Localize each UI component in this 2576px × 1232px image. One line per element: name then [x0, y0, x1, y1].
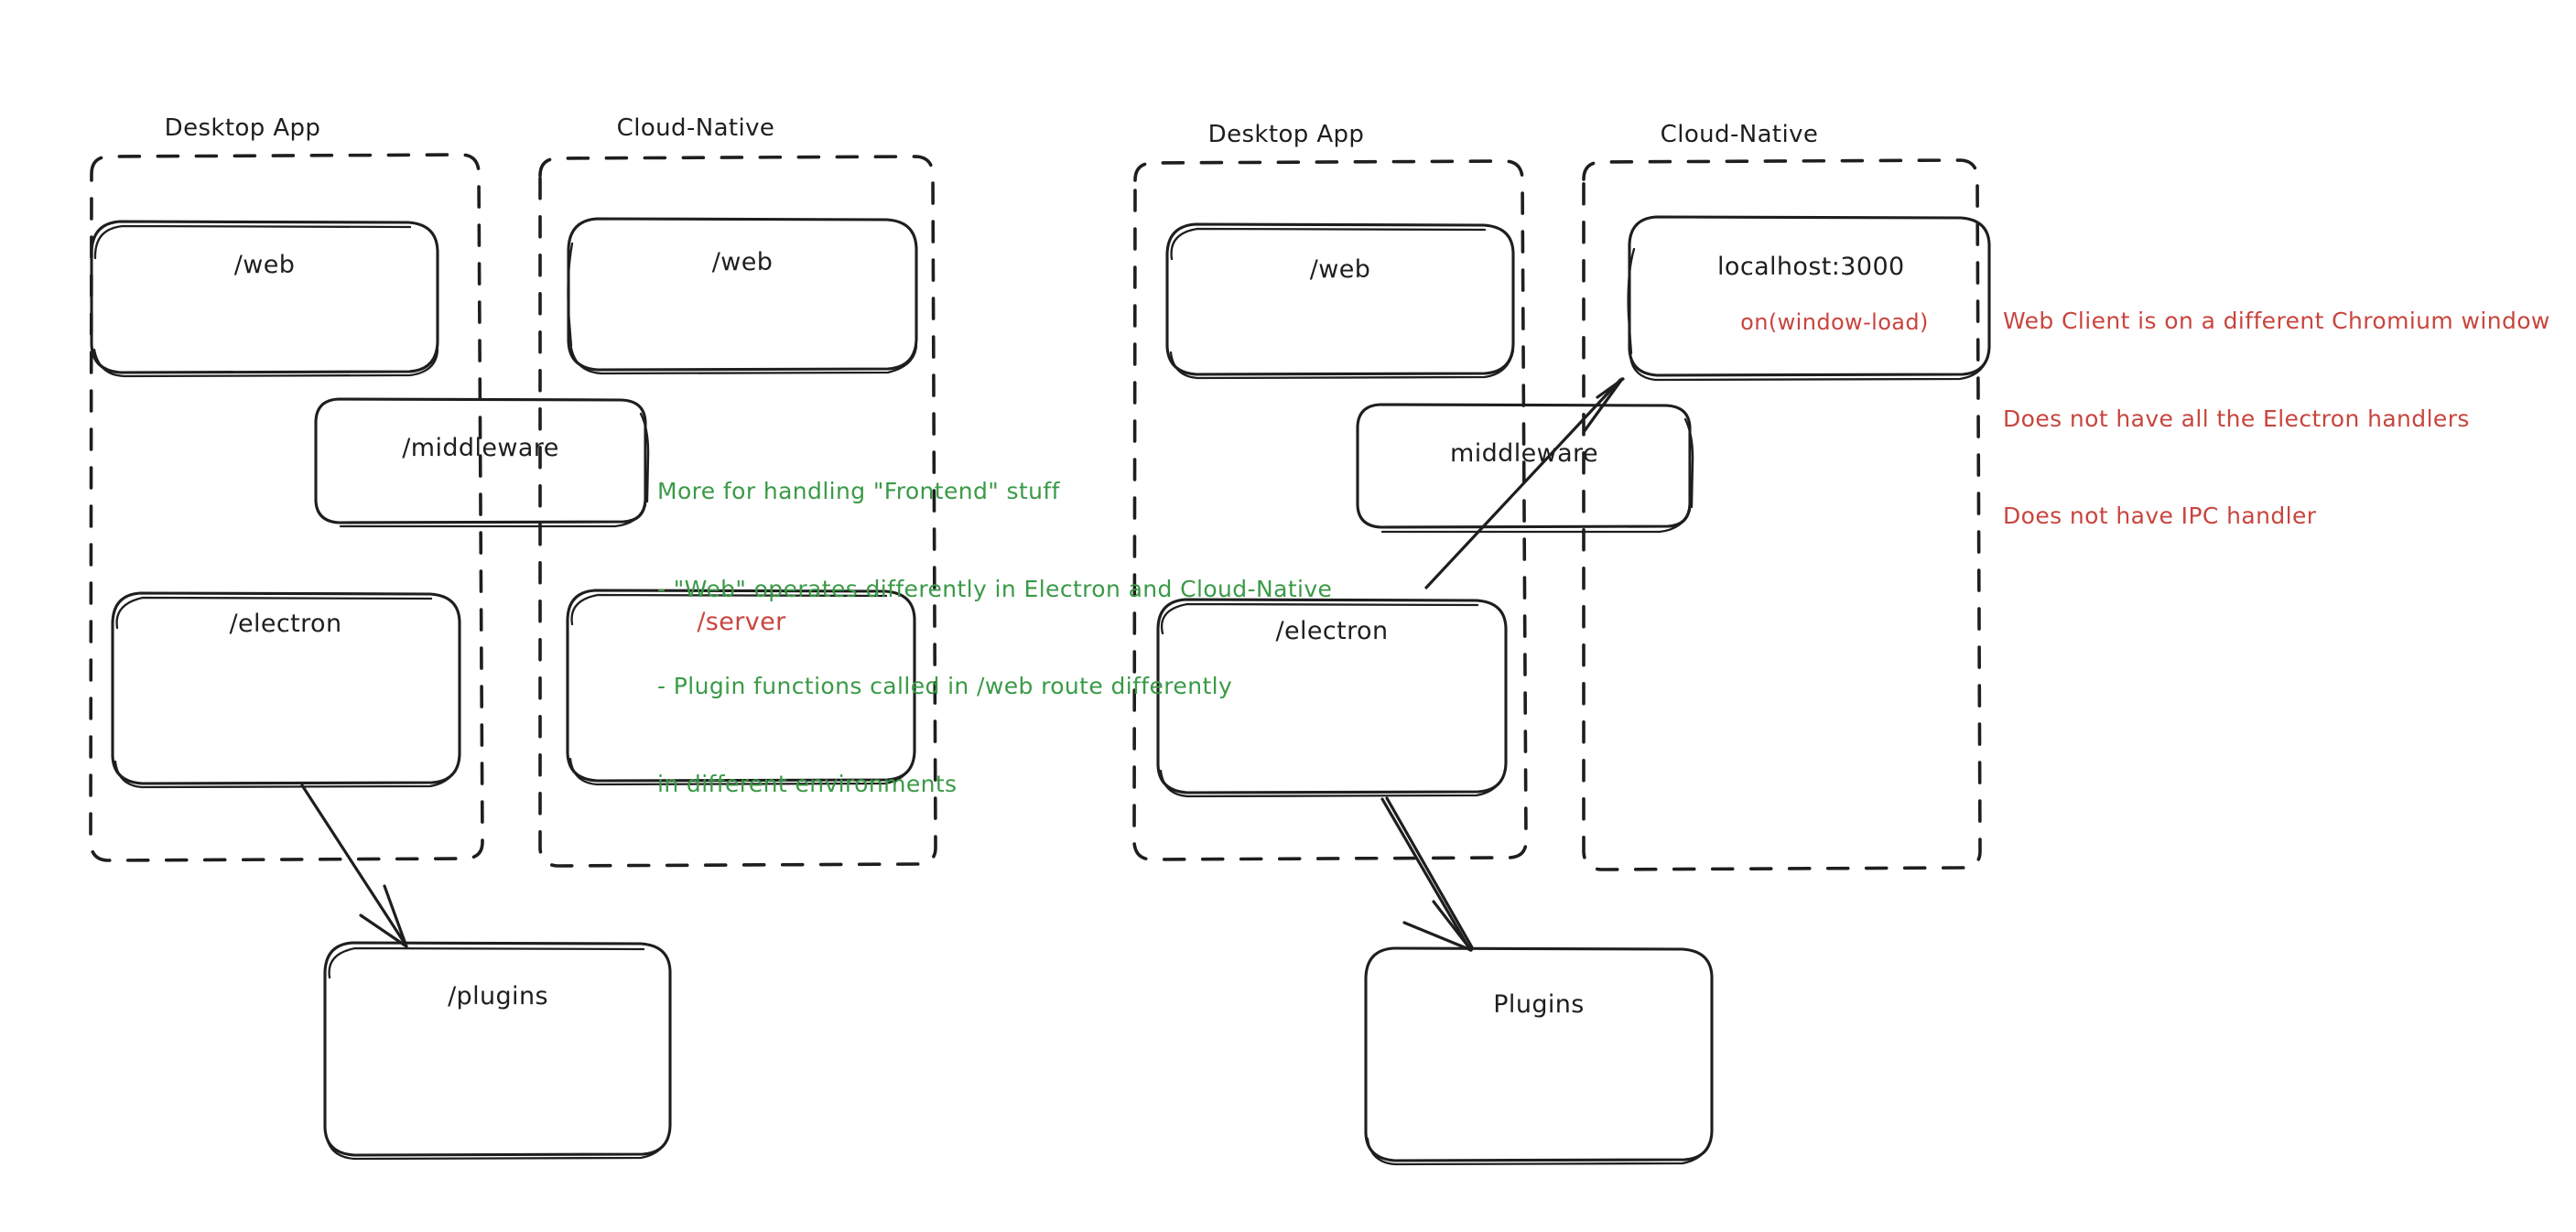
node-sublabel-localhost-onwindowload: on(window-load) — [1740, 309, 1929, 335]
group-title-cloud-native-left: Cloud-Native — [616, 114, 775, 142]
node-web-cloud-left — [567, 217, 918, 375]
node-label-web-desktop-right: /web — [1309, 255, 1371, 284]
node-plugins-right — [1364, 946, 1714, 1166]
group-desktop-app-right — [1132, 159, 1528, 861]
group-title-cloud-native-right: Cloud-Native — [1660, 121, 1819, 148]
group-title-desktop-app-right: Desktop App — [1207, 121, 1365, 148]
annotation-green-note: More for handling "Frontend" stuff - "We… — [657, 410, 1332, 865]
group-desktop-app-left — [89, 153, 484, 862]
annotation-green-line-4: in different environments — [657, 770, 958, 797]
node-localhost-right — [1627, 215, 1991, 382]
arrow-electron-to-localhost-right — [1424, 377, 1625, 589]
node-label-plugins-left: /plugins — [448, 982, 548, 1010]
annotation-green-line-2: - "Web" operates differently in Electron… — [657, 575, 1333, 602]
node-web-desktop-left — [90, 220, 439, 378]
node-electron-left — [111, 591, 461, 789]
node-label-server-left: /server — [697, 608, 786, 636]
node-server-left — [566, 589, 916, 786]
node-label-middleware-left: /middleware — [402, 434, 559, 462]
node-label-web-desktop-left: /web — [233, 251, 296, 279]
node-label-electron-left: /electron — [229, 610, 342, 638]
arrow-electron-to-plugins-right — [1380, 796, 1474, 952]
node-web-desktop-right — [1165, 222, 1515, 380]
node-electron-right — [1156, 598, 1508, 798]
node-label-electron-right: /electron — [1275, 617, 1389, 645]
annotation-green-line-3: - Plugin functions called in /web route … — [657, 673, 1233, 699]
annotation-red-line-2: Does not have all the Electron handlers — [2003, 405, 2470, 432]
annotation-green-line-1: More for handling "Frontend" stuff — [657, 478, 1060, 504]
node-label-middleware-right: middleware — [1450, 439, 1598, 468]
arrow-electron-to-plugins-left — [300, 784, 408, 948]
node-label-plugins-right: Plugins — [1493, 990, 1585, 1019]
group-cloud-native-right — [1582, 158, 1982, 871]
node-plugins-left — [323, 941, 672, 1161]
node-middleware-left — [314, 397, 650, 528]
group-cloud-native-left — [538, 155, 937, 868]
node-label-web-cloud-left: /web — [711, 248, 774, 276]
group-title-desktop-app-left: Desktop App — [164, 114, 321, 142]
node-label-localhost-right: localhost:3000 — [1717, 253, 1905, 281]
annotation-red-note: Web Client is on a different Chromium wi… — [2003, 240, 2550, 598]
node-middleware-right — [1356, 403, 1694, 534]
annotation-red-line-1: Web Client is on a different Chromium wi… — [2003, 308, 2550, 334]
annotation-red-line-3: Does not have IPC handler — [2003, 503, 2317, 529]
